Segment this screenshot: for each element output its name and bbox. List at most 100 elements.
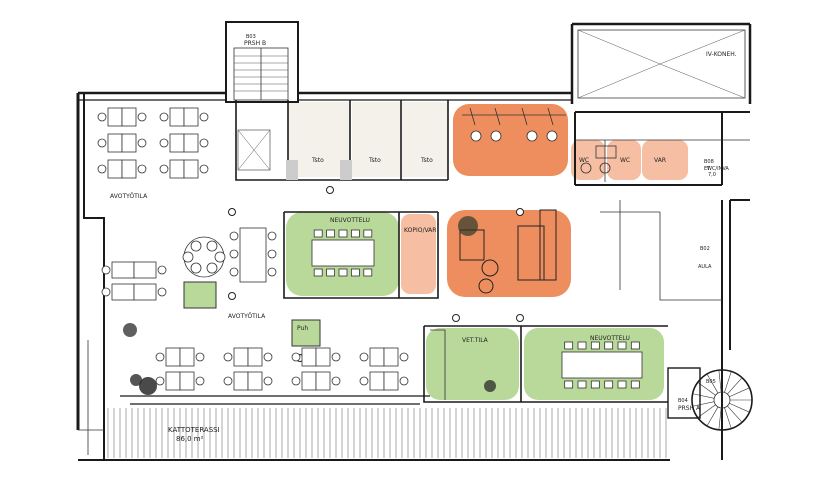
label-tsto-3: Tsto xyxy=(420,157,433,164)
label-wc-number: 7,0 xyxy=(708,172,716,178)
chair xyxy=(630,380,640,389)
desk xyxy=(133,283,157,301)
office-walls xyxy=(235,100,449,181)
chair xyxy=(101,265,111,275)
chair xyxy=(577,341,587,350)
label-var: VAR xyxy=(654,157,666,164)
desk xyxy=(121,133,137,153)
label-aula-code: B02 xyxy=(700,246,710,252)
chair xyxy=(157,287,167,297)
label-kopio-var: KOPIO/VAR xyxy=(404,227,436,234)
chair xyxy=(590,341,600,350)
chair xyxy=(137,164,147,174)
chair xyxy=(338,268,348,277)
pillar xyxy=(228,292,236,300)
desk xyxy=(169,133,185,153)
chair xyxy=(223,352,233,362)
label-kattoterassi: KATTOTERASSI xyxy=(168,426,220,434)
desk xyxy=(383,371,399,391)
lounge-furniture xyxy=(458,107,566,294)
chair xyxy=(313,268,323,277)
chair xyxy=(326,268,336,277)
stairs-label: PRSH B xyxy=(244,40,266,47)
label-wc-2: WC xyxy=(620,157,630,164)
desk xyxy=(111,261,135,279)
chair xyxy=(267,231,277,241)
label-avotyotila-mid: AVOTYÖTILA xyxy=(228,313,266,320)
chair xyxy=(137,138,147,148)
chair xyxy=(159,164,169,174)
label-kattoterassi-area: 86,0 m² xyxy=(176,435,204,443)
plant-decoration xyxy=(123,323,496,395)
chair xyxy=(350,268,360,277)
chair xyxy=(326,229,336,238)
chair xyxy=(223,376,233,386)
chair xyxy=(157,265,167,275)
desk xyxy=(247,347,263,367)
chair xyxy=(155,376,165,386)
chair xyxy=(617,380,627,389)
desk xyxy=(111,283,135,301)
chair xyxy=(101,287,111,297)
desk xyxy=(233,347,249,367)
chair xyxy=(199,138,209,148)
small-booth xyxy=(183,281,217,309)
office-room-1 xyxy=(288,102,350,177)
desk xyxy=(369,371,385,391)
desk xyxy=(133,261,157,279)
chair xyxy=(359,376,369,386)
chair xyxy=(97,164,107,174)
pillar xyxy=(516,208,524,216)
chair xyxy=(604,380,614,389)
label-avotyotila-top: AVOTYÖTILA xyxy=(110,193,148,200)
chair xyxy=(229,249,239,259)
chair xyxy=(313,229,323,238)
chair xyxy=(199,112,209,122)
chair xyxy=(359,352,369,362)
pillar xyxy=(516,314,524,322)
stairs-number: B03 xyxy=(246,34,256,40)
office-room-3 xyxy=(402,102,448,177)
chair xyxy=(363,229,373,238)
desk xyxy=(301,347,317,367)
label-prsh-a: PRSH A xyxy=(678,405,701,412)
wc-room-2 xyxy=(607,140,641,180)
var-room xyxy=(642,140,688,180)
chair xyxy=(263,352,273,362)
chair xyxy=(630,341,640,350)
desk-cluster-bottom xyxy=(155,347,409,391)
orange-workspace-top xyxy=(453,104,568,176)
label-wc-1: WC xyxy=(579,157,589,164)
chair xyxy=(331,376,341,386)
chair xyxy=(363,268,373,277)
label-neuvottelu-1: NEUVOTTELU xyxy=(330,217,370,224)
chair xyxy=(195,352,205,362)
label-tsto-1: Tsto xyxy=(311,157,324,164)
desk xyxy=(183,133,199,153)
chair xyxy=(267,249,277,259)
stairs-b: B03 PRSH B xyxy=(225,21,299,103)
chair xyxy=(399,352,409,362)
chair xyxy=(229,267,239,277)
chair xyxy=(577,380,587,389)
office-room-2 xyxy=(352,102,400,177)
chair xyxy=(159,112,169,122)
roof-terrace xyxy=(78,330,670,461)
desk xyxy=(315,371,331,391)
desk-cluster-top xyxy=(97,107,209,179)
desk xyxy=(183,107,199,127)
chair xyxy=(399,376,409,386)
desk xyxy=(301,371,317,391)
chair xyxy=(291,376,301,386)
desk xyxy=(107,159,123,179)
green-vet-tila xyxy=(426,328,519,400)
chair xyxy=(195,376,205,386)
chair xyxy=(350,229,360,238)
chair xyxy=(97,112,107,122)
chair xyxy=(159,138,169,148)
chair xyxy=(155,352,165,362)
chair xyxy=(338,229,348,238)
label-vet-tila: VET.TILA xyxy=(462,337,489,344)
label-tsto-2: Tsto xyxy=(368,157,381,164)
